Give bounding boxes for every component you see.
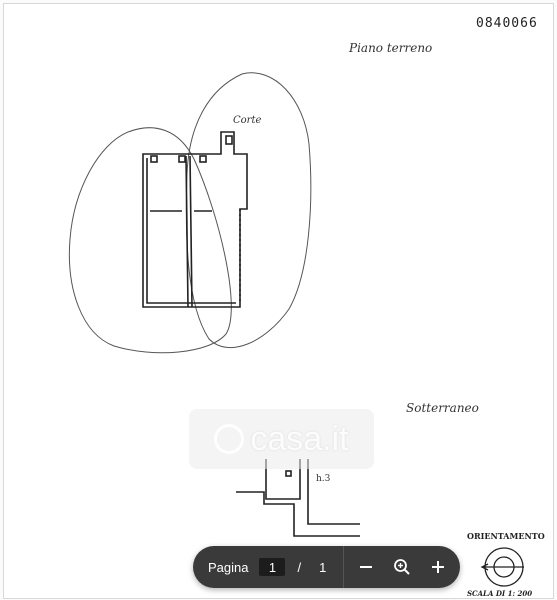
building-plan <box>142 131 248 308</box>
right-parcel-outline <box>185 72 312 349</box>
toolbar-divider <box>343 546 345 588</box>
page-number-input[interactable] <box>259 558 286 576</box>
zoom-in-button[interactable] <box>420 546 456 588</box>
ground-floor-label: Piano terreno <box>349 41 433 55</box>
page-separator: / <box>297 559 302 575</box>
watermark-logo-icon <box>214 424 245 454</box>
floor-plan-page: 0840066 Piano terreno Corte Sotterraneo … <box>3 3 554 599</box>
magnifier-icon <box>394 559 411 575</box>
plus-icon <box>432 561 445 573</box>
height-label: h.3 <box>316 474 331 484</box>
basement-plan <box>236 459 360 537</box>
scale-label: SCALA DI 1: 200 <box>467 589 533 598</box>
page-label: Pagina <box>208 559 249 575</box>
orientation-label: ORIENTAMENTO <box>467 531 545 541</box>
north-arrow-icon <box>480 547 524 587</box>
left-parcel-outline <box>68 127 232 354</box>
zoom-out-button[interactable] <box>348 546 384 588</box>
pdf-toolbar: Pagina / 1 <box>193 546 460 588</box>
basement-label: Sotterraneo <box>406 401 479 415</box>
zoom-fit-button[interactable] <box>384 546 420 588</box>
minus-icon <box>360 566 373 568</box>
total-pages: 1 <box>319 559 327 575</box>
watermark: casa.it <box>189 409 374 469</box>
watermark-text: casa.it <box>250 419 349 458</box>
courtyard-label: Corte <box>233 115 262 126</box>
document-number: 0840066 <box>476 16 538 31</box>
floor-plan-drawing <box>68 72 524 587</box>
